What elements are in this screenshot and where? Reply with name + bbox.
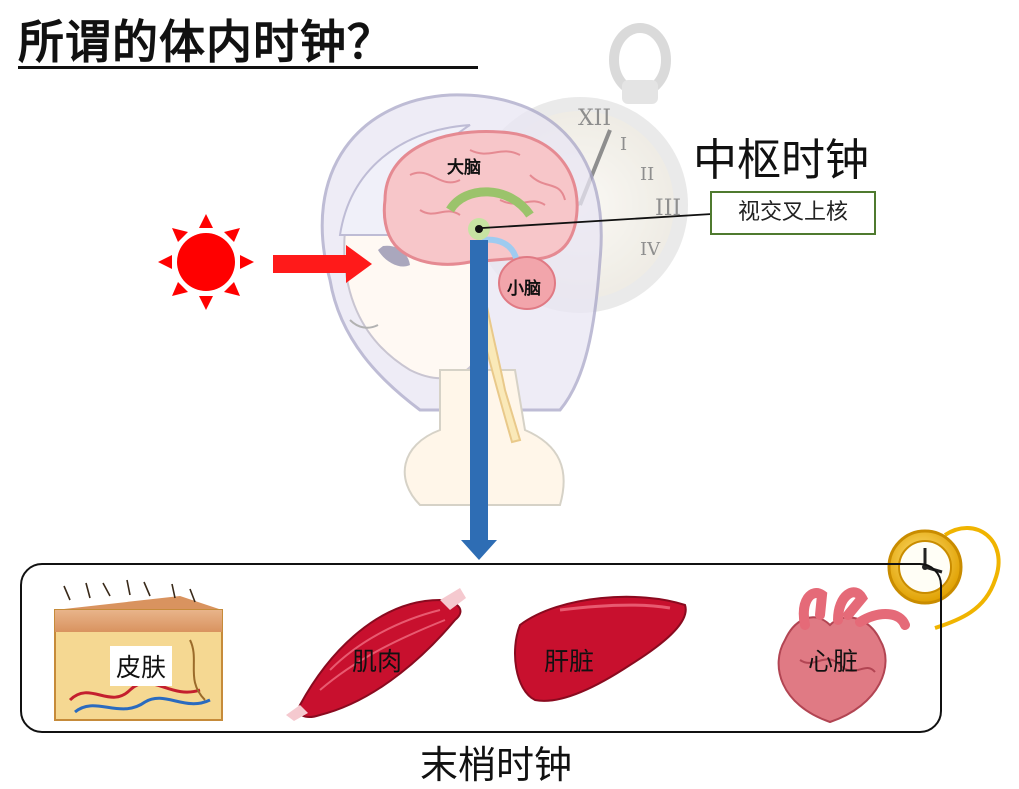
central-clock-title: 中枢时钟 <box>693 135 869 186</box>
skin-icon <box>54 579 223 721</box>
brain-icon <box>382 130 579 444</box>
title-underline <box>18 66 478 69</box>
svg-text:I: I <box>620 134 627 155</box>
nucleus-label-box: 视交叉上核 <box>710 191 876 235</box>
cerebellum-label: 小脑 <box>507 279 541 299</box>
organ-label-liver: 肝脏 <box>544 647 595 676</box>
peripheral-clock-title: 末梢时钟 <box>420 743 573 787</box>
liver-icon <box>514 595 687 702</box>
svg-text:II: II <box>640 164 654 185</box>
peripheral-clock-box <box>20 563 942 733</box>
cerebrum-label: 大脑 <box>447 158 481 178</box>
light-arrow <box>273 245 372 283</box>
sun-icon <box>158 214 254 310</box>
nucleus-pointer-line <box>481 213 713 229</box>
page-title: 所谓的体内时钟？ <box>18 15 394 69</box>
muscle-icon <box>286 588 466 721</box>
signal-arrow <box>461 240 497 560</box>
organ-label-heart: 心脏 <box>808 647 859 676</box>
svg-text:IV: IV <box>640 239 661 260</box>
organ-label-muscle: 肌肉 <box>352 647 403 676</box>
svg-text:XII: XII <box>578 106 611 131</box>
organ-label-skin: 皮肤 <box>110 646 173 686</box>
heart-icon <box>777 587 910 724</box>
